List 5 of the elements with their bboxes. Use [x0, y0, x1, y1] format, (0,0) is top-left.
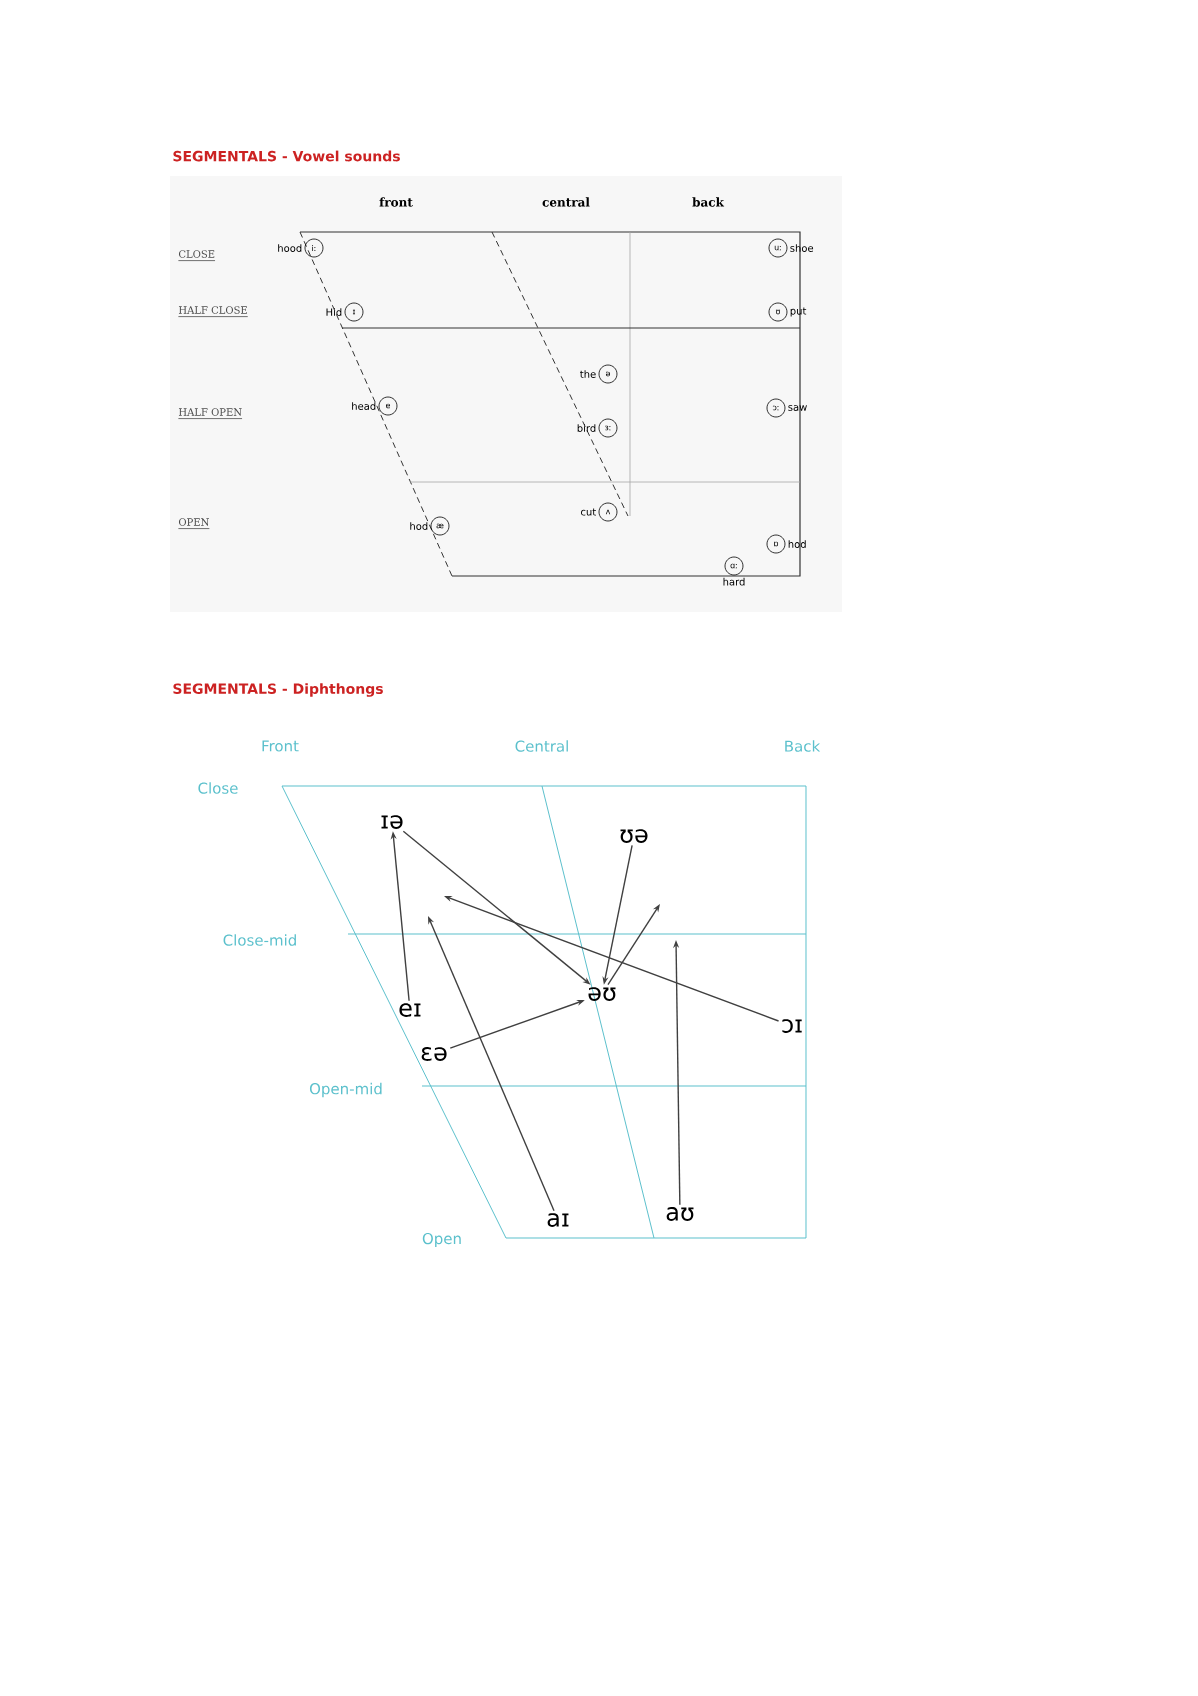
diphthong-symbol: aʊ: [666, 1207, 694, 1221]
diphthong-symbol: ɔɪ: [782, 1019, 802, 1033]
diphthong-symbol: eɪ: [399, 1003, 421, 1017]
diphthong-symbol: ɛə: [421, 1047, 447, 1061]
diphthong-symbol: ɪə: [381, 815, 403, 829]
